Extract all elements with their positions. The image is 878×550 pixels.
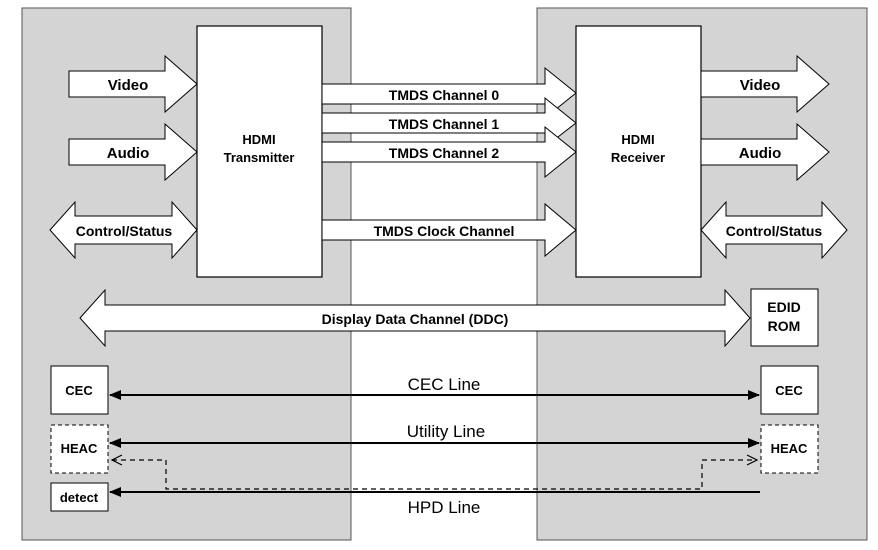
tmds-channel-1-arrow: TMDS Channel 1 bbox=[321, 96, 577, 149]
hpd-line-label: HPD Line bbox=[408, 498, 481, 517]
cec-line-label: CEC Line bbox=[408, 375, 481, 394]
ddc-label: Display Data Channel (DDC) bbox=[322, 311, 509, 327]
control-status-left-label: Control/Status bbox=[76, 223, 173, 239]
audio-output-label: Audio bbox=[739, 145, 782, 162]
receiver-title-line1: HDMI bbox=[621, 132, 654, 147]
tmds-channel-2-label: TMDS Channel 2 bbox=[389, 145, 500, 161]
cec-right-label: CEC bbox=[775, 383, 803, 398]
control-status-right-arrow: Control/Status bbox=[700, 200, 848, 260]
hdmi-transmitter-block: HDMI Transmitter bbox=[196, 25, 323, 278]
video-output-label: Video bbox=[740, 77, 781, 94]
ddc-double-arrow: Display Data Channel (DDC) bbox=[79, 288, 751, 348]
heac-dashed-right-arrowhead bbox=[746, 454, 759, 466]
utility-line-label: Utility Line bbox=[407, 422, 485, 441]
hdmi-receiver-block: HDMI Receiver bbox=[575, 25, 702, 278]
cec-right-block: CEC bbox=[760, 365, 819, 415]
heac-right-label: HEAC bbox=[771, 441, 808, 456]
control-status-right-label: Control/Status bbox=[726, 223, 823, 239]
heac-right-block: HEAC bbox=[760, 424, 819, 474]
tmds-clock-channel-arrow: TMDS Clock Channel bbox=[321, 202, 577, 258]
cec-left-block: CEC bbox=[50, 365, 109, 415]
heac-left-block: HEAC bbox=[50, 424, 109, 474]
detect-label: detect bbox=[60, 490, 99, 505]
tmds-channel-0-arrow: TMDS Channel 0 bbox=[321, 66, 577, 120]
control-status-left-arrow: Control/Status bbox=[49, 200, 198, 260]
cec-left-label: CEC bbox=[65, 383, 93, 398]
receiver-title-line2: Receiver bbox=[611, 150, 665, 165]
detect-block: detect bbox=[50, 482, 109, 512]
audio-input-label: Audio bbox=[107, 145, 150, 162]
edid-line2: ROM bbox=[768, 318, 801, 334]
audio-input-arrow: Audio bbox=[68, 122, 198, 182]
tmds-channel-1-label: TMDS Channel 1 bbox=[389, 116, 500, 132]
video-input-label: Video bbox=[108, 77, 149, 94]
tmds-channel-2-arrow: TMDS Channel 2 bbox=[321, 125, 577, 179]
video-output-arrow: Video bbox=[700, 54, 830, 114]
heac-hpd-dashed-path bbox=[112, 459, 757, 490]
heac-dashed-left-arrowhead bbox=[110, 454, 123, 466]
video-input-arrow: Video bbox=[68, 54, 198, 114]
transmitter-title-line2: Transmitter bbox=[224, 150, 295, 165]
edid-rom-block: EDID ROM bbox=[750, 288, 819, 347]
heac-left-label: HEAC bbox=[61, 441, 98, 456]
edid-line1: EDID bbox=[767, 299, 800, 315]
tmds-channel-0-label: TMDS Channel 0 bbox=[389, 87, 500, 103]
transmitter-title-line1: HDMI bbox=[242, 132, 275, 147]
tmds-clock-channel-label: TMDS Clock Channel bbox=[374, 223, 515, 239]
audio-output-arrow: Audio bbox=[700, 122, 830, 182]
